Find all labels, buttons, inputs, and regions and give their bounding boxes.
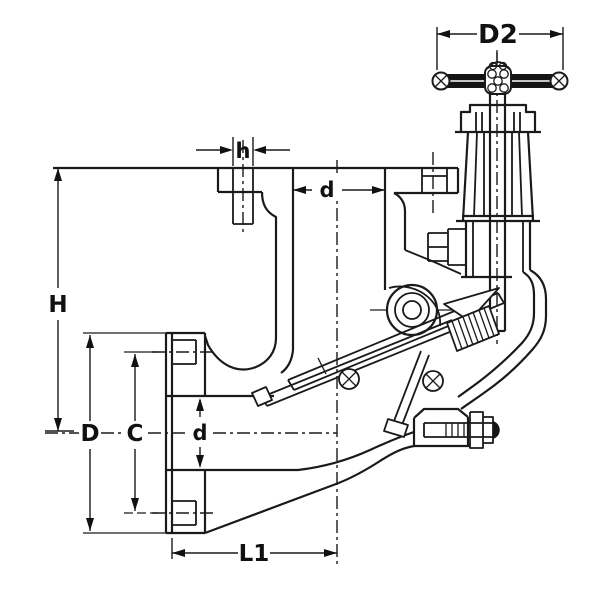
disc-arm-foot <box>251 386 273 407</box>
dimension-H: H <box>45 168 74 432</box>
body-right-inner <box>457 271 536 398</box>
disc-mechanism <box>251 283 505 438</box>
inlet-flange <box>164 331 298 535</box>
dimension-label-d-top: d <box>319 178 334 202</box>
dimension-d-top: d <box>293 177 385 202</box>
body-shoulder <box>404 249 462 275</box>
handwheel-hub <box>484 65 512 95</box>
body-right-outer <box>460 269 548 410</box>
h-total-arrow-bottom <box>54 418 62 431</box>
bonnet-column <box>464 221 532 277</box>
lower-link-foot <box>383 418 409 438</box>
dimension-label-height: H <box>48 292 67 318</box>
gland-cap-slots <box>475 112 521 132</box>
h-extension-lines <box>232 137 254 166</box>
neck-outer-wall-right <box>393 192 407 250</box>
dimension-D: D <box>80 332 166 534</box>
top-flange-right-edge <box>394 168 460 195</box>
gland-bolt-block <box>427 228 467 266</box>
l1-arrow-left <box>172 549 185 557</box>
drain-bolt-bracket <box>412 407 500 449</box>
dimension-label-flange-od: D <box>80 421 99 447</box>
d-top-arrow-left <box>293 186 306 194</box>
hinge-boss-mid <box>394 292 430 328</box>
top-flange-bolt-hole-right <box>421 168 448 193</box>
centerlines <box>45 52 498 566</box>
dimension-label-d2: D2 <box>478 20 518 50</box>
d2-arrow-left <box>437 30 450 38</box>
h-arrow-right <box>253 146 266 154</box>
d-top-label-mask <box>315 177 339 198</box>
seat-face-lines <box>287 292 505 391</box>
pivot-bolt-right-cross <box>425 373 441 389</box>
yoke-waist <box>456 214 540 223</box>
stem-and-bonnet <box>427 92 541 333</box>
c-arrow-bottom <box>131 498 139 511</box>
c-arrow-top <box>131 354 139 367</box>
d-inlet-arrow-top <box>196 398 204 411</box>
neck-outer-wall-left <box>260 191 278 338</box>
top-flange-left-edge <box>216 168 262 194</box>
dimension-label-h: h <box>236 139 251 163</box>
bracket-outline <box>412 407 470 448</box>
hinge-pin <box>402 300 422 320</box>
handwheel <box>431 50 569 95</box>
lower-link-lines <box>393 350 430 426</box>
bolt-shaft <box>423 422 470 438</box>
handwheel-knob-right-cross <box>552 74 566 88</box>
gland-cap-outline <box>459 103 537 132</box>
pivot-bolt-left-cross <box>341 371 357 387</box>
yoke-taper-inner <box>473 131 523 217</box>
yoke-taper-outer <box>461 131 535 221</box>
inlet-flange-face <box>164 333 174 533</box>
l1-arrow-right <box>324 549 337 557</box>
h-total-arrow-top <box>54 168 62 181</box>
top-flange-bolt-hole-left <box>232 168 254 225</box>
hex-nut <box>469 411 494 449</box>
disc-hatching <box>451 307 495 350</box>
dimension-L1: L1 <box>171 538 337 567</box>
dimension-d-inlet: d <box>192 398 208 468</box>
dimension-label-l1: L1 <box>239 541 270 567</box>
h-arrow-left <box>220 146 233 154</box>
seat-tick-mark <box>317 357 327 375</box>
lift-lever-triangle <box>443 287 500 322</box>
body-bottom-outer <box>204 444 415 535</box>
body-bottom-inner <box>297 430 415 472</box>
bolt-tip <box>493 421 500 439</box>
dimension-label-d-inlet: d <box>192 421 207 445</box>
bolt-threads <box>445 423 465 437</box>
dimension-C: C <box>124 351 158 514</box>
handwheel-knob-left-cross <box>434 74 448 88</box>
top-flange <box>53 166 460 350</box>
inlet-bolt-hole-upper <box>172 339 197 365</box>
d-inlet-arrow-bottom <box>196 455 204 468</box>
handwheel-hub-knurls <box>487 61 509 93</box>
d-top-arrow-right <box>372 186 385 194</box>
dimension-h: h <box>196 137 290 166</box>
d2-arrow-right <box>550 30 563 38</box>
body-upper-left-curve <box>203 335 278 371</box>
handwheel-hub-dome <box>486 61 510 70</box>
dimension-D2: D2 <box>436 20 564 70</box>
neck-to-cavity-curve <box>280 349 295 374</box>
bonnet-column-inner <box>472 221 524 277</box>
d-arrow-bottom <box>86 518 94 531</box>
inlet-bolt-hole-lower <box>172 500 197 526</box>
d-extension-lines <box>83 332 166 534</box>
valve-body <box>203 249 548 535</box>
d-arrow-top <box>86 335 94 348</box>
dimension-label-bolt-circle: C <box>127 421 144 447</box>
